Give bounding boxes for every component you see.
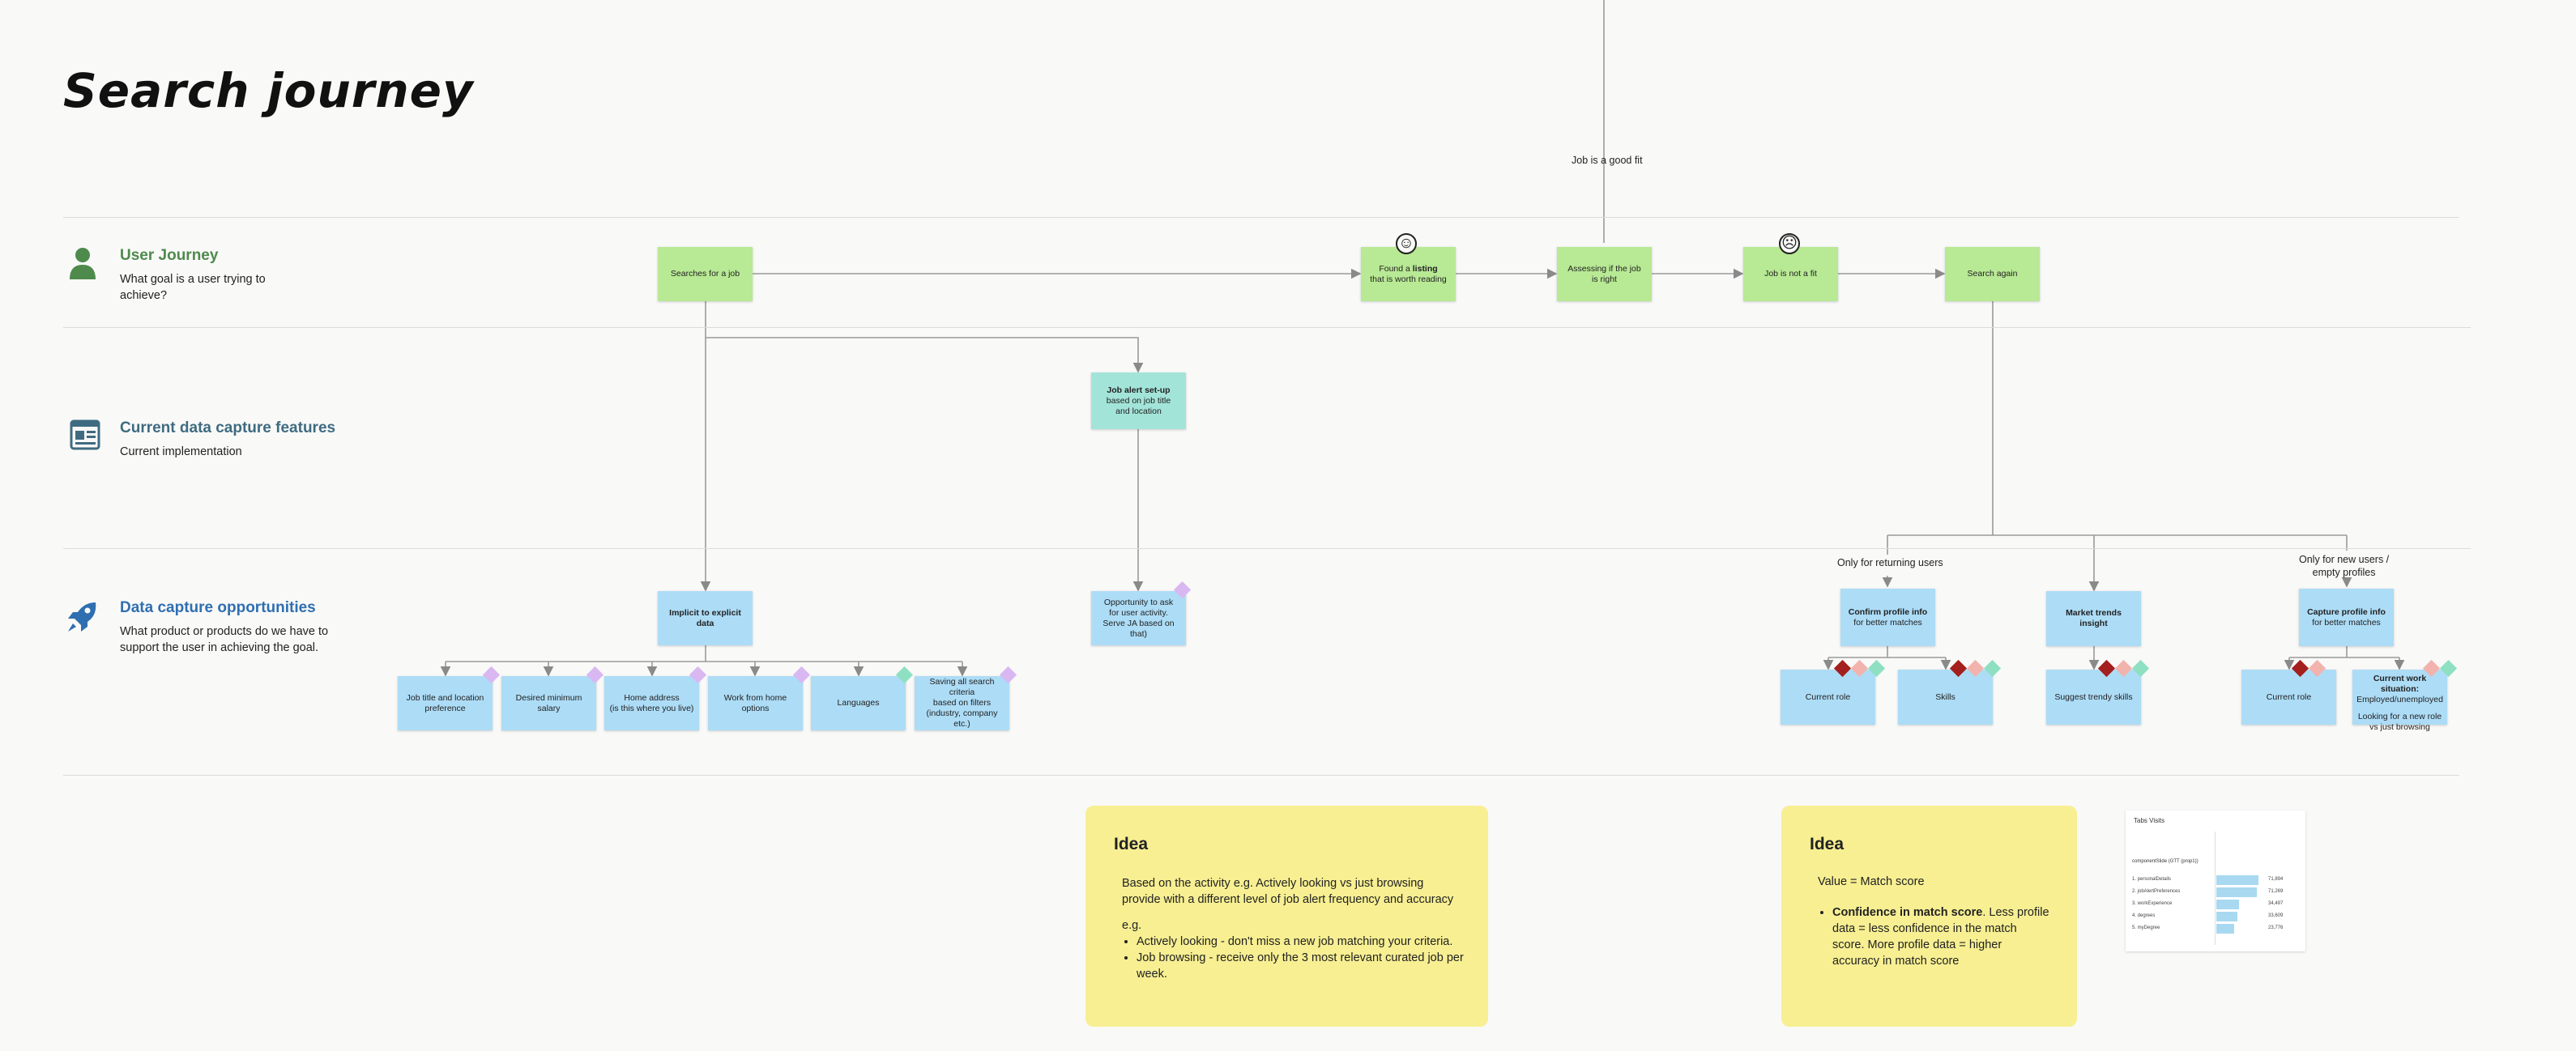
sticky-min-salary[interactable]: Desired minimum salary <box>501 676 596 730</box>
idea-title: Idea <box>1810 835 1845 853</box>
thumbnail-value: 23,776 <box>2268 925 2284 930</box>
sticky-text: for better matches <box>2312 617 2381 628</box>
thumbnail-row: 2. jobAlertPreferences <box>2132 889 2181 894</box>
idea-list: Actively looking - don't miss a new job … <box>1114 934 1469 982</box>
sticky-assessing[interactable]: Assessing if the job is right <box>1557 247 1652 301</box>
sticky-work-situation[interactable]: Current work situation: Employed/unemplo… <box>2352 670 2447 732</box>
sticky-search-again[interactable]: Search again <box>1945 247 2040 301</box>
user-icon <box>70 248 96 279</box>
thumbnail-value: 71,894 <box>2268 877 2284 882</box>
thumbnail-header: componentSlide (GTT (prop1)) <box>2132 859 2199 864</box>
thumbnail-row: 1. personalDetails <box>2132 877 2172 882</box>
idea-eg: e.g. <box>1122 919 1142 932</box>
sticky-title: Job alert set-up <box>1107 385 1171 395</box>
sticky-title: Implicit to explicit data <box>669 607 741 628</box>
lane-subtitle: What goal is a user trying to achieve? <box>120 273 266 302</box>
lane-title: Data capture opportunities <box>120 599 316 616</box>
idea-card-match-score[interactable]: Idea Value = Match score Confidence in m… <box>1781 806 2077 1027</box>
thumbnail-bar <box>2216 900 2239 909</box>
thumbnail-row: 4. degrees <box>2132 913 2156 918</box>
sticky-title: Market trends insight <box>2066 608 2122 628</box>
sticky-languages[interactable]: Languages <box>811 676 906 730</box>
sticky-job-alert[interactable]: Job alert set-up based on job title and … <box>1091 372 1186 429</box>
thumbnail-value: 71,269 <box>2268 889 2284 894</box>
sticky-suggest-skills[interactable]: Suggest trendy skills <box>2046 670 2141 725</box>
lane-divider <box>63 327 2471 328</box>
sticky-found-listing[interactable]: Found a listing that is worth reading <box>1361 247 1456 301</box>
sticky-title: Capture profile info <box>2307 606 2386 617</box>
sticky-text: Assessing if the job is right <box>1567 263 1641 284</box>
good-fit-label: Job is a good fit <box>1572 155 1643 166</box>
thumbnail-bar <box>2216 875 2258 885</box>
sticky-confirm-profile[interactable]: Confirm profile info for better matches <box>1840 589 1935 646</box>
thumbnail-bar <box>2216 912 2237 921</box>
sticky-market-trends[interactable]: Market trends insight <box>2046 591 2141 646</box>
sticky-opportunity-ask[interactable]: Opportunity to ask for user activity. Se… <box>1091 591 1186 645</box>
sticky-current-role-new[interactable]: Current role <box>2241 670 2336 725</box>
sticky-searches[interactable]: Searches for a job <box>658 247 753 301</box>
thumbnail-bar <box>2216 924 2234 934</box>
sticky-work-from-home[interactable]: Work from home options <box>708 676 803 730</box>
idea-list: Confidence in match score. Less profile … <box>1810 904 2051 969</box>
connector-search-jobalert <box>706 337 1144 373</box>
sticky-text: Search again <box>1967 269 2018 279</box>
lane-title: Current data capture features <box>120 419 336 436</box>
page-title: Search journey <box>63 63 474 118</box>
thumbnail-title: Tabs Visits <box>2134 817 2165 824</box>
analytics-screenshot-thumbnail[interactable]: Tabs Visits componentSlide (GTT (prop1))… <box>2126 811 2305 951</box>
sticky-capture-profile[interactable]: Capture profile info for better matches <box>2299 589 2394 646</box>
idea-value-line: Value = Match score <box>1818 875 1925 888</box>
lane-title: User Journey <box>120 247 219 264</box>
sticky-not-fit[interactable]: Job is not a fit <box>1743 247 1838 301</box>
browser-window-icon <box>70 419 100 450</box>
sticky-text: Found a listing <box>1379 263 1438 274</box>
sticky-text: that is worth reading <box>1370 274 1447 284</box>
sticky-text: Job is not a fit <box>1764 269 1817 279</box>
thumbnail-row: 3. workExperience <box>2132 901 2173 906</box>
thumbnail-value: 33,609 <box>2268 913 2284 918</box>
sticky-home-address[interactable]: Home address (is this where you live) <box>604 676 699 730</box>
idea-bullet: Actively looking - don't miss a new job … <box>1137 934 1469 950</box>
idea-bullet: Job browsing - receive only the 3 most r… <box>1137 950 1469 982</box>
idea-bullet: Confidence in match score. Less profile … <box>1832 904 2051 969</box>
new-users-label: Only for new users / empty profiles <box>2299 554 2390 578</box>
sticky-skills[interactable]: Skills <box>1898 670 1993 725</box>
sticky-text: for better matches <box>1853 617 1922 628</box>
lane-subtitle: What product or products do we have to s… <box>120 625 329 654</box>
rocket-icon <box>68 602 96 632</box>
sticky-title: Current work situation: <box>2373 674 2427 694</box>
sticky-text: Searches for a job <box>670 269 740 279</box>
sticky-title: Confirm profile info <box>1848 606 1928 617</box>
sad-face-icon: ☹ <box>1779 233 1800 254</box>
happy-face-icon: ☺ <box>1396 233 1417 254</box>
thumbnail-value: 34,497 <box>2268 901 2284 906</box>
lane-divider <box>63 548 2471 549</box>
sticky-text: based on job title and location <box>1106 395 1171 416</box>
idea-body: Based on the activity e.g. Actively look… <box>1122 877 1454 906</box>
returning-users-label: Only for returning users <box>1837 557 1943 568</box>
sticky-saving-criteria[interactable]: Saving all search criteria based on filt… <box>915 676 1009 730</box>
idea-card-job-alert[interactable]: Idea Based on the activity e.g. Actively… <box>1085 806 1488 1027</box>
thumbnail-bar <box>2216 887 2257 897</box>
lane-subtitle: Current implementation <box>120 445 242 458</box>
thumbnail-row: 5. myDegree <box>2132 925 2160 930</box>
lane-divider <box>63 217 2459 218</box>
sticky-implicit-explicit[interactable]: Implicit to explicit data <box>658 591 753 645</box>
sticky-job-title-location[interactable]: Job title and location preference <box>398 676 493 730</box>
idea-title: Idea <box>1114 835 1149 853</box>
sticky-current-role[interactable]: Current role <box>1781 670 1875 725</box>
lane-divider <box>63 775 2459 776</box>
